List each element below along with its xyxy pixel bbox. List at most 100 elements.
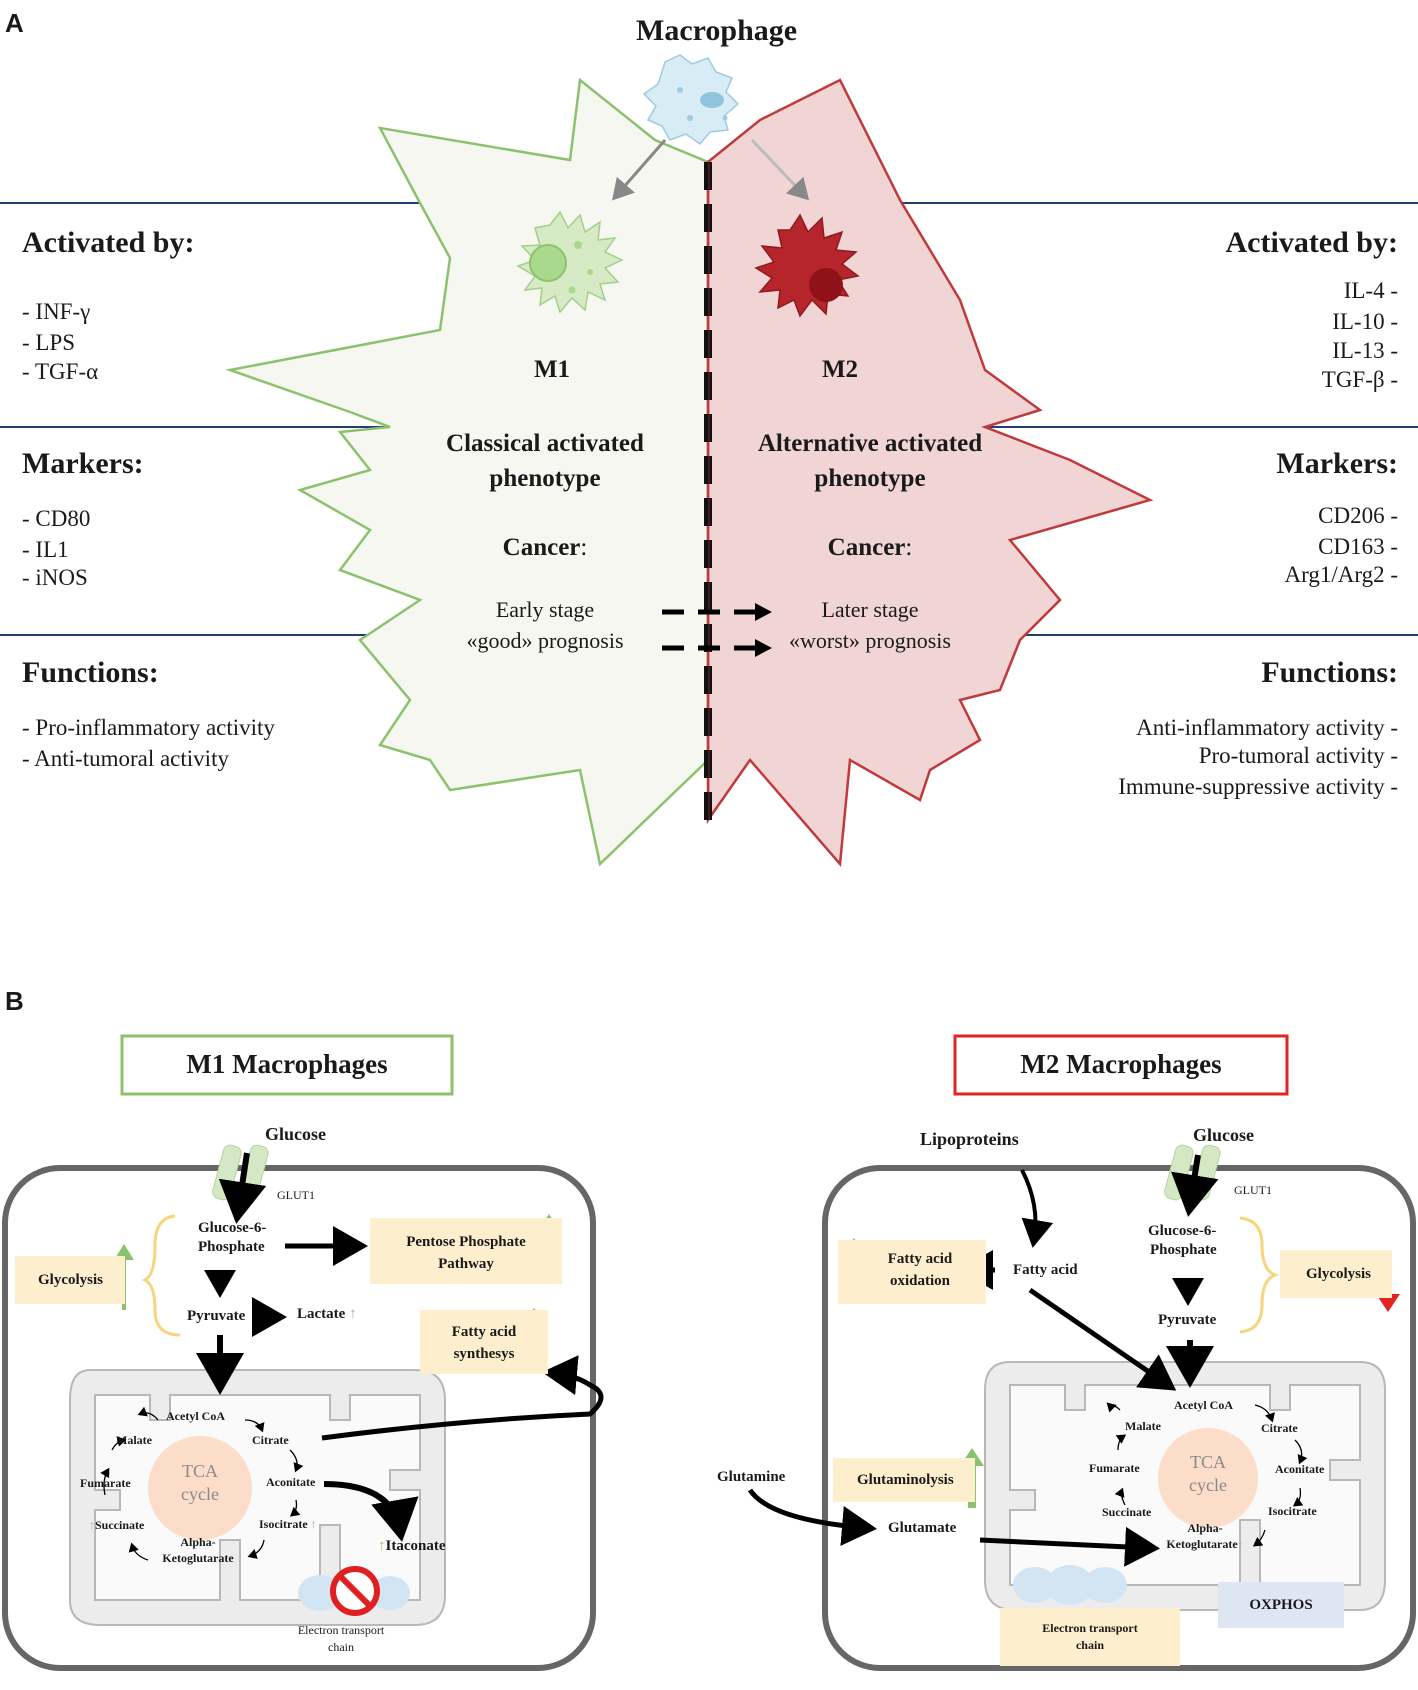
m2-fao-line1: Fatty acid [887,1251,953,1267]
m1-citrate: Citrate [252,1433,289,1447]
m1-macrophages-title: M1 Macrophages [186,1049,388,1079]
m2-cancer-label: Cancer: [827,534,913,561]
m1-title-box [120,1034,454,1096]
m1-activator-2: - LPS [22,330,76,355]
m2-akg-line2: Ketoglutarate↑ [1166,1537,1244,1551]
m1-akg-line2: Ketoglutarate [162,1551,234,1565]
m1-acetyl-coa: Acetyl CoA [166,1409,225,1423]
m2-glucose: Glucose [1193,1125,1254,1145]
m2-activator-3: IL-13 - [1332,338,1398,363]
m2-glutaminolysis-box [833,1458,975,1502]
m1-malate: Malate [116,1433,152,1447]
m1-marker-1: - CD80 [22,506,91,531]
arrow-to-m1 [612,139,667,201]
arrow-to-m2 [750,138,810,201]
m1-marker-3: - iNOS [22,565,88,590]
m2-prognosis: «worst» prognosis [789,628,951,653]
m2-fatty-acid: Fatty acid [1013,1262,1078,1278]
m1-fas-line2: synthesys [453,1346,515,1362]
panel-a-letter: A [5,8,24,38]
m2-glutaminolysis: Glutaminolysis [857,1472,954,1488]
m2-activator-4: TGF-β - [1321,367,1398,392]
m2-glut1: GLUT1 [1234,1183,1272,1197]
m2-marker-3: Arg1/Arg2 - [1284,562,1398,587]
m2-g6p-line1: Glucose-6- [1148,1223,1217,1239]
m1-glycolysis-box [15,1256,125,1304]
m1-etc-line2: chain [328,1640,354,1654]
m2-electron-transport-chain [1013,1565,1127,1605]
m1-tca-arrows [100,1406,304,1561]
m2-oxphos: OXPHOS [1249,1597,1313,1613]
m1-succinate: ↑Succinate [89,1518,145,1532]
m2-marker-1: CD206 - [1318,503,1398,528]
m1-glycolysis-brace [141,1214,181,1337]
m1-itaconate: ↑Itaconate [378,1538,446,1554]
m2-tca-line1: TCA [1190,1452,1226,1472]
m2-title-box [953,1034,1289,1096]
m2-fao-line2: oxidation [889,1273,950,1289]
m1-glucose: Glucose [265,1124,326,1144]
m1-glycolysis: Glycolysis [38,1272,104,1288]
m2-marker-2: CD163 - [1318,534,1398,559]
m1-g6p-line1: Glucose-6- [198,1220,267,1236]
m2-function-1: Anti-inflammatory activity - [1136,715,1398,740]
m2-isocitrate: Isocitrate [1268,1504,1317,1518]
m1-activator-1: - INF-γ [22,299,91,324]
m2-etc-line2: chain [1075,1638,1104,1652]
m2-stage: Later stage [821,597,919,622]
m2-oxphos-box [1218,1582,1344,1628]
m1-stage: Early stage [495,597,595,622]
m1-ppp-box [370,1218,562,1284]
m2-phenotype-line2: phenotype [814,465,926,492]
m1-cell-icon [516,210,624,314]
panel-b-letter: B [5,986,24,1016]
m2-pyruvate: Pyruvate [1158,1312,1217,1328]
m1-etc-line1: Electron transport [297,1623,385,1637]
m1-tca-line1: TCA [182,1461,218,1481]
m2-function-3: Immune-suppressive activity - [1118,774,1398,799]
m2-cell-icon [754,213,860,318]
m1-activator-3: - TGF-α [22,359,99,384]
m1-mito-inner [94,1394,421,1601]
m2-aconitate: Aconitate [1275,1462,1325,1476]
m2-tca-line2: cycle [1189,1475,1227,1495]
m2-acetyl-coa: Acetyl CoA [1174,1398,1233,1412]
m1-fumarate: Fumarate [80,1476,131,1490]
m2-etc-box [1000,1608,1180,1666]
m2-activated-title: Activated by: [1225,226,1398,259]
m2-fumarate: Fumarate [1089,1461,1140,1475]
m1-markers-title: Markers: [22,447,144,480]
m1-electron-transport-chain [298,1566,410,1616]
m2-function-2: Pro-tumoral activity - [1198,743,1398,768]
m2-pathway-arrows [747,1154,1219,1567]
m1-lactate: Lactate ↑ [297,1306,357,1322]
m1-label: M1 [533,356,571,383]
m1-aconitate: Aconitate [266,1475,316,1489]
m2-phenotype-line1: Alternative activated [757,430,983,457]
m2-glutamate: Glutamate [888,1520,957,1536]
m1-pyruvate: Pyruvate [187,1308,246,1324]
m2-glycolysis-brace [1239,1216,1280,1334]
m1-ppp-line2: Pathway [438,1256,494,1272]
m1-isocitrate: Isocitrate ↑ [259,1517,317,1531]
m2-fao-box [838,1240,986,1304]
m1-akg-line1: Alpha- [180,1535,216,1549]
macrophage-title: Macrophage [636,14,798,47]
m2-label: M2 [821,356,859,383]
macrophage-icon [642,54,740,146]
m1-activated-title: Activated by: [22,226,195,259]
m1-tca-circle [148,1436,252,1540]
m1-fas-box [420,1310,548,1374]
m2-lipoproteins: Lipoproteins [920,1129,1019,1149]
m2-tca-arrows [1106,1402,1308,1547]
m1-cancer-label: Cancer: [502,534,588,561]
m1-fas-line1: Fatty acid [451,1324,517,1340]
m2-g6p-line2: Phosphate [1150,1242,1217,1258]
m2-activator-1: IL-4 - [1343,278,1398,303]
m2-succinate: Succinate [1102,1505,1152,1519]
m1-glut1: GLUT1 [277,1188,315,1202]
m2-macrophages-title: M2 Macrophages [1020,1049,1222,1079]
m1-function-1: - Pro-inflammatory activity [22,715,275,740]
m2-glycolysis: Glycolysis [1306,1266,1372,1282]
